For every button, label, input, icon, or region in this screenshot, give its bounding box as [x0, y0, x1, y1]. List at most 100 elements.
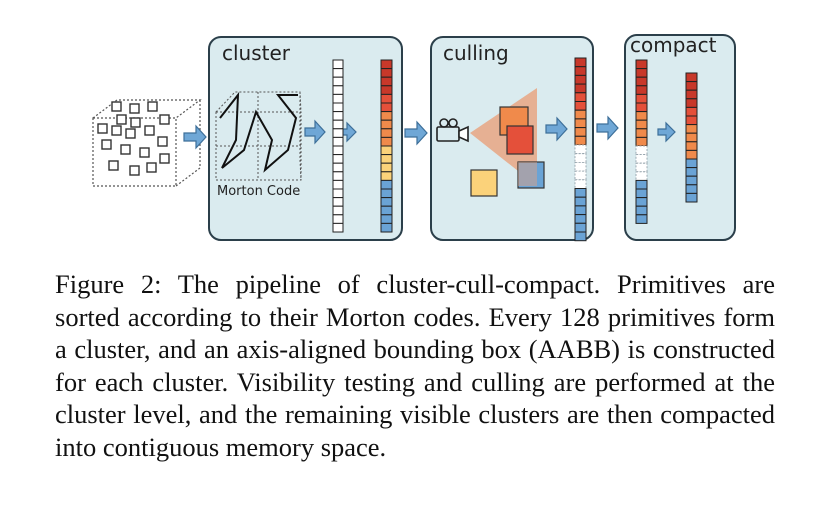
cluster-label: cluster [222, 41, 291, 65]
memory-cell [332, 179, 344, 190]
arrows [183, 115, 676, 150]
memory-cell [685, 184, 698, 194]
memory-cell [574, 179, 587, 189]
memory-cell [685, 149, 698, 160]
culling-label: culling [443, 41, 509, 65]
memory-cell [574, 101, 587, 111]
memory-cell [574, 161, 587, 172]
memory-cell [332, 102, 344, 113]
primitive-array-column [332, 59, 344, 233]
memory-cell [332, 222, 344, 233]
memory-cell [574, 196, 587, 207]
memory-cell [380, 214, 393, 224]
memory-cell [380, 205, 393, 216]
memory-cell [332, 76, 344, 87]
memory-cell [685, 106, 698, 117]
memory-cell [380, 76, 393, 87]
memory-cell [685, 115, 698, 126]
pipeline-figure: cluster culling compact Mor [92, 33, 736, 242]
arrow-7 [657, 121, 676, 143]
memory-cell [635, 68, 648, 78]
memory-cell [635, 179, 648, 190]
memory-cell [380, 119, 393, 130]
aabb-culled-yellow [470, 169, 498, 197]
aabb-partial-blue [517, 161, 545, 189]
memory-cell [635, 154, 648, 164]
arrow-6 [596, 115, 619, 141]
memory-cell [574, 118, 587, 129]
memory-cell [635, 76, 648, 87]
memory-cell [574, 109, 587, 120]
aabb-visible-red [506, 125, 534, 155]
memory-cell [332, 128, 344, 138]
memory-cell [635, 188, 648, 199]
arrow-4 [404, 120, 428, 146]
culled-array-column-2 [635, 59, 648, 224]
memory-cell [380, 197, 393, 207]
memory-cell [380, 171, 393, 181]
memory-cell [332, 119, 344, 130]
memory-cell [574, 83, 587, 94]
memory-cell [685, 141, 698, 151]
memory-cell [332, 111, 344, 121]
memory-cell [380, 93, 393, 104]
memory-cell [574, 188, 587, 198]
memory-cell [635, 171, 648, 181]
memory-cell [380, 128, 393, 138]
memory-cell [380, 111, 393, 121]
memory-cell [685, 89, 698, 100]
memory-cell [574, 127, 587, 137]
memory-cell [685, 132, 698, 143]
memory-cell [635, 59, 648, 70]
primitive-squares [97, 101, 170, 176]
memory-cell [574, 153, 587, 163]
frustum-overlap [518, 162, 537, 186]
memory-cell [685, 98, 698, 108]
memory-cell [380, 136, 393, 147]
culled-array-column [574, 57, 587, 242]
morton-curve [219, 91, 298, 173]
memory-cell [574, 66, 587, 76]
cluster-panel [208, 36, 403, 241]
memory-cell [685, 167, 698, 177]
memory-cell [332, 188, 344, 199]
memory-cell [380, 188, 393, 199]
memory-cell [380, 222, 393, 233]
memory-cell [380, 59, 393, 70]
memory-cell [332, 68, 344, 78]
memory-cell [332, 154, 344, 164]
memory-cell [332, 197, 344, 207]
memory-cell [685, 192, 698, 203]
camera-icon [436, 118, 469, 143]
memory-cell [635, 85, 648, 95]
memory-cell [332, 205, 344, 216]
memory-cell [635, 111, 648, 121]
memory-cell [380, 85, 393, 95]
memory-cell [574, 170, 587, 181]
compact-label: compact [630, 33, 717, 57]
memory-cell [332, 162, 344, 173]
memory-cell [685, 124, 698, 134]
memory-cell [380, 145, 393, 156]
memory-cell [380, 68, 393, 78]
cluster-array-column [380, 59, 393, 233]
memory-cell [635, 162, 648, 173]
memory-cell [574, 231, 587, 242]
memory-cell [635, 197, 648, 207]
memory-cell [332, 59, 344, 70]
memory-cell [380, 154, 393, 164]
memory-cell [380, 102, 393, 113]
arrow-2 [304, 119, 326, 145]
memory-cell [685, 72, 698, 83]
memory-cell [635, 119, 648, 130]
memory-cell [635, 136, 648, 147]
memory-cell [635, 128, 648, 138]
arrow-1 [183, 124, 207, 150]
memory-cell [574, 92, 587, 103]
memory-cell [332, 145, 344, 156]
morton-cube [215, 91, 302, 181]
memory-cell [635, 205, 648, 216]
memory-cell [685, 81, 698, 91]
memory-cell [574, 214, 587, 224]
memory-cell [574, 57, 587, 68]
